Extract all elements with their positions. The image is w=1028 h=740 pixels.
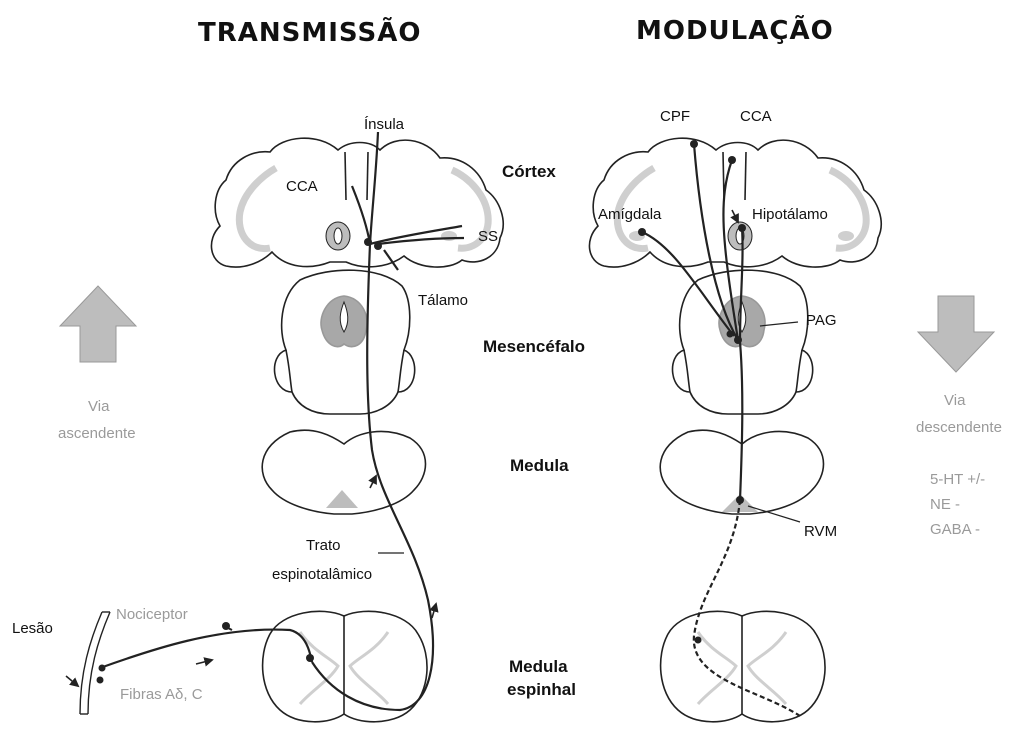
nt-5ht: 5-HT +/- xyxy=(930,471,985,488)
label-lesao: Lesão xyxy=(12,620,53,637)
label-fibras: Fibras Aδ, C xyxy=(120,686,203,703)
ascending-arrow-icon xyxy=(60,286,136,362)
region-mesencefalo: Mesencéfalo xyxy=(483,337,585,357)
label-espinotalamico: espinotalâmico xyxy=(272,566,372,583)
label-nociceptor: Nociceptor xyxy=(116,606,188,623)
label-cca-right: CCA xyxy=(740,108,772,125)
label-ss: SS xyxy=(478,228,498,245)
modulation-title: MODULAÇÃO xyxy=(636,16,834,46)
nt-gaba: GABA - xyxy=(930,521,980,538)
left-midbrain-section xyxy=(275,270,415,414)
region-cortex: Córtex xyxy=(502,162,556,182)
right-spinal-cord-section xyxy=(661,611,825,721)
region-medula: Medula xyxy=(510,456,569,476)
right-brain-section xyxy=(589,138,881,267)
transmission-title: TRANSMISSÃO xyxy=(198,18,421,48)
label-hipotalamo: Hipotálamo xyxy=(752,206,828,223)
label-trato: Trato xyxy=(306,537,340,554)
left-spinal-outline xyxy=(263,611,427,721)
via-descendente-1: Via xyxy=(944,392,965,409)
via-ascendente-2: ascendente xyxy=(58,425,136,442)
left-medulla-section xyxy=(262,430,425,514)
left-spinal-cord-section xyxy=(263,611,427,721)
nt-ne: NE - xyxy=(930,496,960,513)
label-cca-left: CCA xyxy=(286,178,318,195)
region-medula-espinhal-1: Medula xyxy=(509,657,568,677)
label-pag: PAG xyxy=(806,312,837,329)
via-ascendente-1: Via xyxy=(88,398,109,415)
label-insula: Ínsula xyxy=(364,116,404,133)
region-medula-espinhal-2: espinhal xyxy=(507,680,576,700)
label-rvm: RVM xyxy=(804,523,837,540)
label-amigdala: Amígdala xyxy=(598,206,661,223)
right-spinal-outline xyxy=(661,611,825,721)
via-descendente-2: descendente xyxy=(916,419,1002,436)
label-talamo: Tálamo xyxy=(418,292,468,309)
descending-arrow-icon xyxy=(918,296,994,372)
label-cpf: CPF xyxy=(660,108,690,125)
